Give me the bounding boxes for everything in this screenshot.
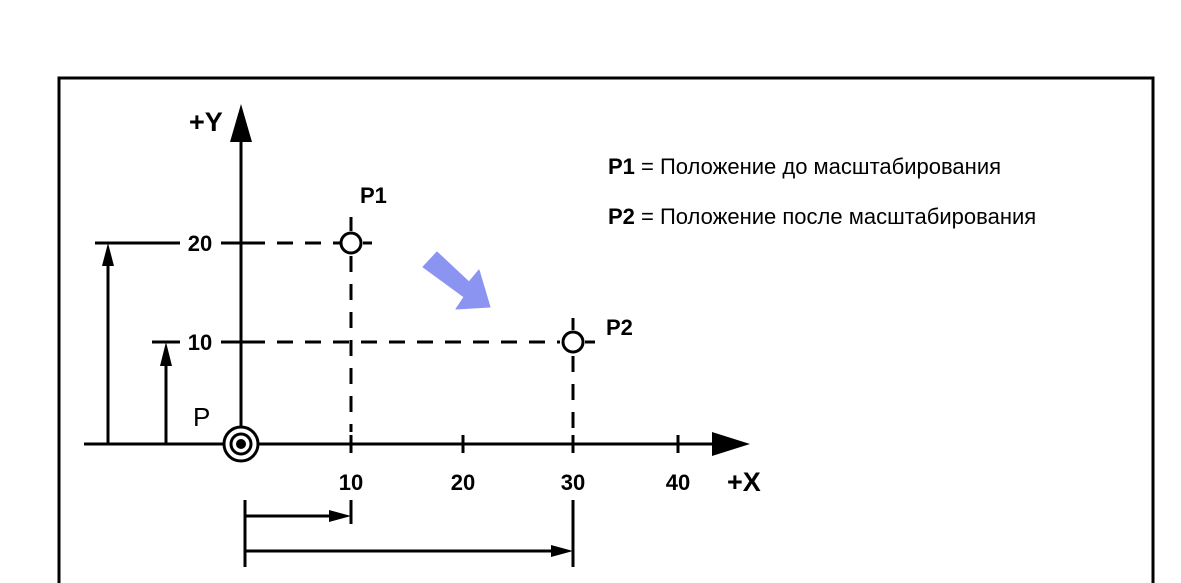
x-dimension-30 xyxy=(245,500,575,567)
legend-key-p2: P2 xyxy=(608,204,635,229)
x-dimension-10 xyxy=(243,500,353,567)
x-axis-label: +X xyxy=(727,467,761,497)
legend-item-p1: P1 = Положение до масштабирования xyxy=(608,154,1001,179)
origin-label: P xyxy=(193,402,210,432)
legend: P1 = Положение до масштабирования P2 = П… xyxy=(608,154,1036,229)
point-p1-label: P1 xyxy=(360,183,387,208)
y-dimension-10 xyxy=(152,340,180,444)
legend-item-p2: P2 = Положение после масштабирования xyxy=(608,204,1036,229)
y-tick-label-10: 10 xyxy=(188,330,212,355)
legend-text-p1: = Положение до масштабирования xyxy=(635,154,1001,179)
x-axis-arrowhead xyxy=(712,432,750,456)
y-dimension-20 xyxy=(95,241,180,444)
x-axis: 10 20 30 40 +X xyxy=(84,432,761,497)
y-axis: 20 10 +Y xyxy=(188,104,252,444)
reference-point-icon: P xyxy=(193,402,260,463)
diagram-frame xyxy=(57,76,1155,583)
point-p2-label: P2 xyxy=(606,315,633,340)
legend-key-p1: P1 xyxy=(608,154,635,179)
projection-lines xyxy=(221,241,575,432)
x-tick-label-40: 40 xyxy=(666,470,690,495)
arrow-down-right-icon xyxy=(422,251,491,310)
y-axis-arrowhead xyxy=(230,104,252,142)
x-tick-label-30: 30 xyxy=(561,470,585,495)
point-p2: P2 xyxy=(561,315,633,354)
point-p1: P1 xyxy=(339,183,387,255)
x-tick-label-10: 10 xyxy=(339,470,363,495)
y-tick-label-20: 20 xyxy=(188,231,212,256)
x-tick-label-20: 20 xyxy=(451,470,475,495)
y-axis-label: +Y xyxy=(189,107,223,137)
legend-text-p2: = Положение после масштабирования xyxy=(635,204,1036,229)
